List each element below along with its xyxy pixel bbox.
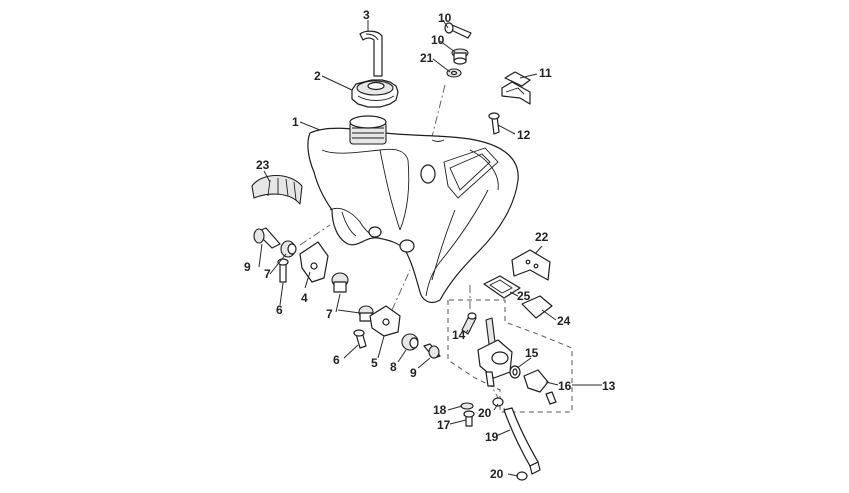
callout-16: 16 — [558, 379, 572, 393]
bracket-6-left — [299, 241, 329, 283]
screw-17 — [463, 410, 475, 427]
callout-4: 10 — [431, 33, 445, 47]
callout-10-right: 9 — [410, 366, 417, 380]
washer-18 — [460, 402, 474, 410]
callout-9-left: 7 — [264, 267, 271, 281]
callout-20-lower: 20 — [490, 467, 504, 481]
callout-6-right: 5 — [371, 356, 378, 370]
screw-12 — [488, 112, 500, 135]
callout-22: 22 — [535, 230, 549, 244]
callout-10-left: 9 — [244, 260, 251, 274]
callout-23: 23 — [256, 158, 270, 172]
plate-24 — [521, 295, 553, 319]
bushing-9-left — [280, 240, 297, 258]
bolt-10-left — [253, 227, 281, 249]
callout-labels: 1 2 3 4 5 6 6 7 7 8 9 9 10 10 11 12 13 1… — [244, 8, 616, 481]
callout-21: 21 — [420, 51, 434, 65]
callout-6-left: 4 — [301, 291, 308, 305]
hose-clip-20-upper — [492, 397, 504, 407]
callout-14: 14 — [452, 328, 466, 342]
assembly-13-box — [447, 299, 573, 413]
leader-lines — [258, 19, 602, 477]
callout-7-left: 6 — [276, 303, 283, 317]
screw-7-left — [277, 258, 289, 283]
collar-4 — [451, 48, 469, 65]
o-ring-15 — [509, 365, 521, 379]
washer-21 — [446, 68, 462, 78]
filler-neck — [349, 115, 387, 145]
callout-24: 24 — [557, 314, 571, 328]
heat-guard-22 — [511, 249, 551, 281]
callout-13: 13 — [602, 379, 616, 393]
callout-15: 15 — [525, 346, 539, 360]
callout-20-upper: 20 — [478, 406, 492, 420]
callout-12: 12 — [517, 128, 531, 142]
bolt-10-right — [423, 343, 441, 359]
rubber-shield-23 — [251, 174, 303, 205]
fuel-cap — [351, 79, 399, 108]
callout-17: 17 — [437, 418, 451, 432]
bushing-8-left — [331, 272, 349, 293]
fuel-valve — [477, 317, 513, 387]
centerline-mount-right — [391, 269, 411, 311]
callout-1: 1 — [292, 115, 299, 129]
callout-7-right: 6 — [333, 353, 340, 367]
bolt-5 — [444, 22, 472, 39]
bracket-6-right — [369, 305, 401, 337]
fuel-hose-19 — [503, 407, 541, 475]
breather-hose — [359, 30, 383, 77]
fuel-tank — [307, 127, 519, 304]
hose-clip-20-lower — [516, 471, 528, 481]
callout-2: 2 — [314, 69, 321, 83]
callout-18: 18 — [433, 403, 447, 417]
callout-25: 25 — [517, 289, 531, 303]
screw-7-right — [353, 329, 367, 349]
callout-19: 19 — [485, 430, 499, 444]
centerline-bolt-5 — [429, 84, 446, 146]
bushing-9-right — [401, 333, 419, 351]
callout-8: 7 — [326, 307, 333, 321]
callout-5: 10 — [438, 11, 452, 25]
callout-11: 11 — [539, 66, 552, 80]
callout-9-right: 8 — [390, 360, 397, 374]
callout-3: 3 — [363, 8, 370, 22]
clip-bracket-11 — [501, 71, 531, 105]
lever-16 — [523, 369, 557, 405]
centerline-mount-left — [299, 224, 331, 246]
